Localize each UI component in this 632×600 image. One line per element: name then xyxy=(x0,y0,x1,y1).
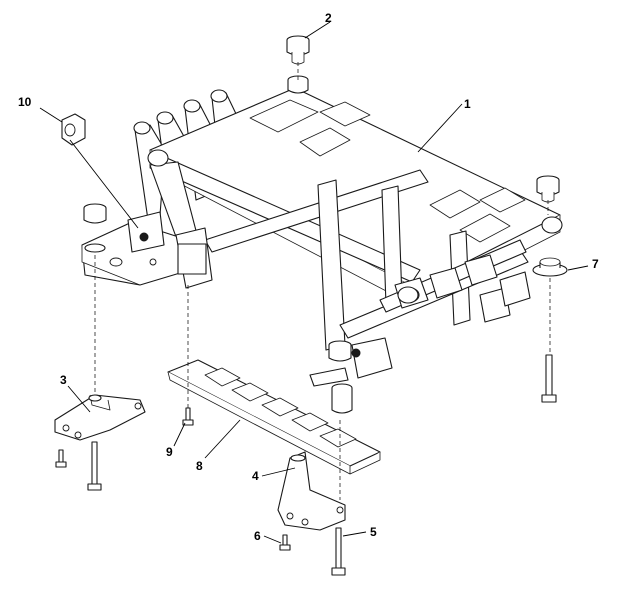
bolt-6 xyxy=(279,534,291,551)
bracket-3 xyxy=(54,394,146,441)
callouts: 1 2 3 4 5 6 7 8 9 10 xyxy=(18,11,599,543)
callout-8: 8 xyxy=(196,459,203,473)
upper-bushing-2 xyxy=(286,35,310,65)
callout-4: 4 xyxy=(252,469,259,483)
leader-lines xyxy=(39,21,589,544)
bolt-9 xyxy=(182,407,194,426)
upper-bushing-left xyxy=(83,203,107,253)
callout-7: 7 xyxy=(592,257,599,271)
callout-9: 9 xyxy=(166,445,173,459)
callout-10: 10 xyxy=(18,95,32,109)
under-plate-8 xyxy=(167,359,381,475)
washer-7 xyxy=(532,257,568,277)
callout-2: 2 xyxy=(325,11,332,25)
callout-1: 1 xyxy=(464,97,471,111)
subframe-assembly xyxy=(81,87,563,387)
bolt-3-long xyxy=(87,441,102,491)
upper-bushing-right xyxy=(536,175,560,203)
alignment-lines xyxy=(94,62,551,500)
lower-bushing-center xyxy=(331,383,353,414)
callout-5: 5 xyxy=(370,525,377,539)
bushing-10 xyxy=(61,113,86,146)
bracket-4 xyxy=(277,451,346,531)
bolt-5 xyxy=(331,527,346,576)
callout-6: 6 xyxy=(254,529,261,543)
callout-3: 3 xyxy=(60,373,67,387)
bolt-right xyxy=(541,354,557,403)
front-bushing-center xyxy=(328,340,352,362)
bolt-3-short xyxy=(55,449,67,468)
